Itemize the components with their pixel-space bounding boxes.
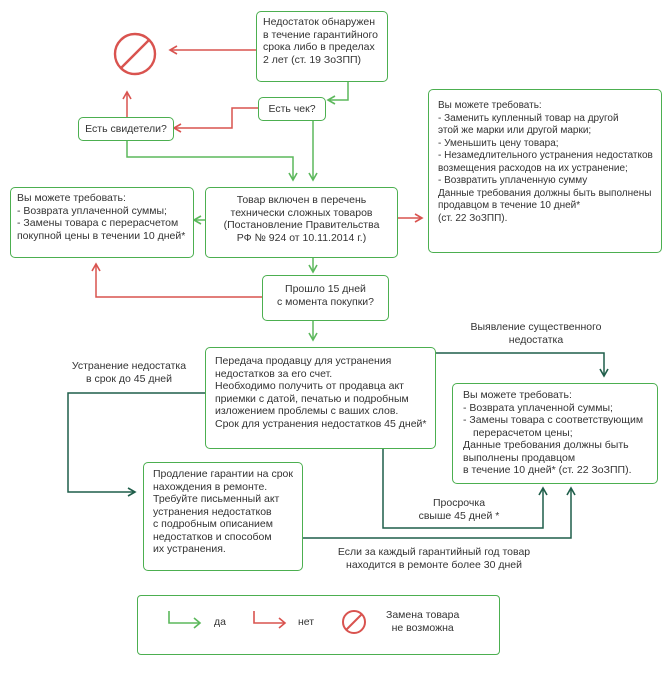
text-line: Просрочка: [432, 497, 486, 509]
text-line: - Уменьшить цену товара;: [438, 137, 559, 149]
days15-question-box: Прошло 15 дней с момента покупки?: [262, 275, 389, 321]
text-line: Продление гарантии на срок: [153, 468, 293, 480]
yes-arrow-icon: [168, 611, 202, 629]
forbidden-icon: [113, 32, 157, 76]
warranty-extension-box: Продление гарантии на срок нахождения в …: [143, 462, 303, 571]
text-line: - Возвратить уплаченную сумму: [438, 175, 588, 186]
text-line: выполнены продавцом: [463, 451, 576, 464]
arrow-significant: [436, 352, 609, 378]
forbidden-icon: [342, 610, 366, 634]
text-line: не возможна: [391, 621, 454, 634]
text-line: приемки с датой, печатью и подробным: [215, 392, 409, 405]
text-line: в течение 10 дней* (ст. 22 ЗоЗПП).: [463, 464, 632, 476]
text-line: (ст. 22 ЗоЗПП).: [438, 212, 508, 224]
text-line: их устранения.: [153, 543, 226, 555]
text-line: в срок до 45 дней: [85, 372, 173, 385]
legend-yes-label: да: [214, 616, 226, 628]
arrow-check-to-witnesses: [172, 107, 258, 133]
text-line: - Замены товара с соответствующим: [463, 414, 644, 426]
text-line: - Заменить купленный товар на другой: [438, 112, 619, 124]
text-line: этой же марки или другой марки;: [438, 125, 592, 136]
arrow-overdue: [382, 449, 548, 529]
arrow-days-to-left: [91, 262, 262, 298]
check-question-box: Есть чек?: [258, 97, 326, 121]
text-line: Передача продавцу для устранения: [215, 355, 392, 367]
text-line: Устранение недостатка: [71, 360, 187, 372]
bottom-right-demand-box: Вы можете требовать: - Возврата уплаченн…: [452, 383, 658, 484]
legend-impossible-label: Замена товара не возможна: [386, 609, 459, 634]
text-line: свыше 45 дней *: [418, 509, 500, 522]
no-arrow-icon: [253, 611, 287, 629]
text-line: - Возврата уплаченной суммы;: [463, 401, 613, 414]
text-line: Недостаток обнаружен: [263, 16, 375, 28]
text-line: Вы можете требовать:: [17, 192, 126, 204]
transfer-box: Передача продавцу для устранения недоста…: [205, 347, 436, 449]
witnesses-question-box: Есть свидетели?: [78, 117, 174, 141]
right-demand-box: Вы можете требовать: - Заменить купленны…: [428, 89, 662, 253]
text-line: Данные требования должны быть: [463, 439, 629, 451]
text-line: с подробным описанием: [153, 518, 273, 530]
text-line: (Постановление Правительства: [223, 219, 380, 231]
text-line: нахождения в ремонте.: [153, 480, 268, 493]
text-line: продавцом в течение 10 дней*: [438, 200, 581, 211]
arrow-start-to-check: [326, 82, 349, 105]
text-line: недостатков и способом: [153, 530, 272, 543]
text-line: Вы можете требовать:: [438, 100, 542, 111]
text-line: Если за каждый гарантийный год товар: [337, 546, 531, 558]
legend-box: да нет Замена товара не возможна: [137, 595, 500, 655]
text-line: срока либо в пределах: [263, 41, 375, 53]
left-demand-box: Вы можете требовать: - Возврата уплаченн…: [10, 187, 194, 258]
text-line: находится в ремонте более 30 дней: [346, 558, 522, 571]
text-line: Выявление существенного: [470, 321, 602, 333]
text-line: Есть свидетели?: [85, 123, 167, 135]
text-line: возмещения расходов на их устранение;: [438, 162, 628, 174]
significant-defect-label: Выявление существенного недостатка: [456, 321, 616, 346]
fix45-label: Устранение недостатка в срок до 45 дней: [62, 360, 196, 385]
arrow-witnesses-to-complex: [126, 141, 298, 182]
legend-no-label: нет: [298, 616, 315, 628]
text-line: Прошло 15 дней: [285, 283, 366, 295]
text-line: Есть чек?: [268, 103, 316, 115]
defect-found-box: Недостаток обнаружен в течение гарантийн…: [256, 11, 388, 82]
text-line: с момента покупки?: [276, 295, 374, 308]
text-line: изложением проблемы с ваших слов.: [215, 405, 399, 417]
text-line: устранения недостатков: [153, 505, 272, 518]
text-line: - Замены товара с перерасчетом: [17, 217, 179, 229]
text-line: РФ № 924 от 10.11.2014 г.): [236, 231, 367, 244]
arrow-over30: [303, 486, 576, 539]
over30-label: Если за каждый гарантийный год товар нах…: [318, 546, 550, 571]
overdue-label: Просрочка свыше 45 дней *: [404, 497, 514, 522]
text-line: покупной цены в течении 10 дней*: [17, 229, 186, 242]
text-line: Данные требования должны быть выполнены: [438, 187, 652, 199]
arrow-fix45: [67, 392, 205, 497]
text-line: Замена товара: [386, 609, 460, 621]
text-line: технически сложных товаров: [230, 206, 373, 219]
text-line: 2 лет (ст. 19 ЗоЗПП): [263, 53, 362, 66]
text-line: Срок для устранения недостатков 45 дней*: [215, 417, 427, 430]
text-line: в течение гарантийного: [263, 28, 378, 41]
text-line: Товар включен в перечень: [236, 194, 367, 206]
text-line: Необходимо получить от продавца акт: [215, 380, 404, 392]
text-line: Требуйте письменный акт: [153, 493, 280, 505]
text-line: Вы можете требовать:: [463, 389, 572, 401]
text-line: - Возврата уплаченной суммы;: [17, 204, 167, 217]
text-line: - Незамедлительного устранения недостатк…: [438, 150, 653, 161]
text-line: перерасчетом цены;: [473, 426, 573, 439]
complex-goods-box: Товар включен в перечень технически слож…: [205, 187, 398, 258]
text-line: недостатка: [508, 333, 564, 346]
text-line: недостатков за его счет.: [215, 367, 333, 380]
